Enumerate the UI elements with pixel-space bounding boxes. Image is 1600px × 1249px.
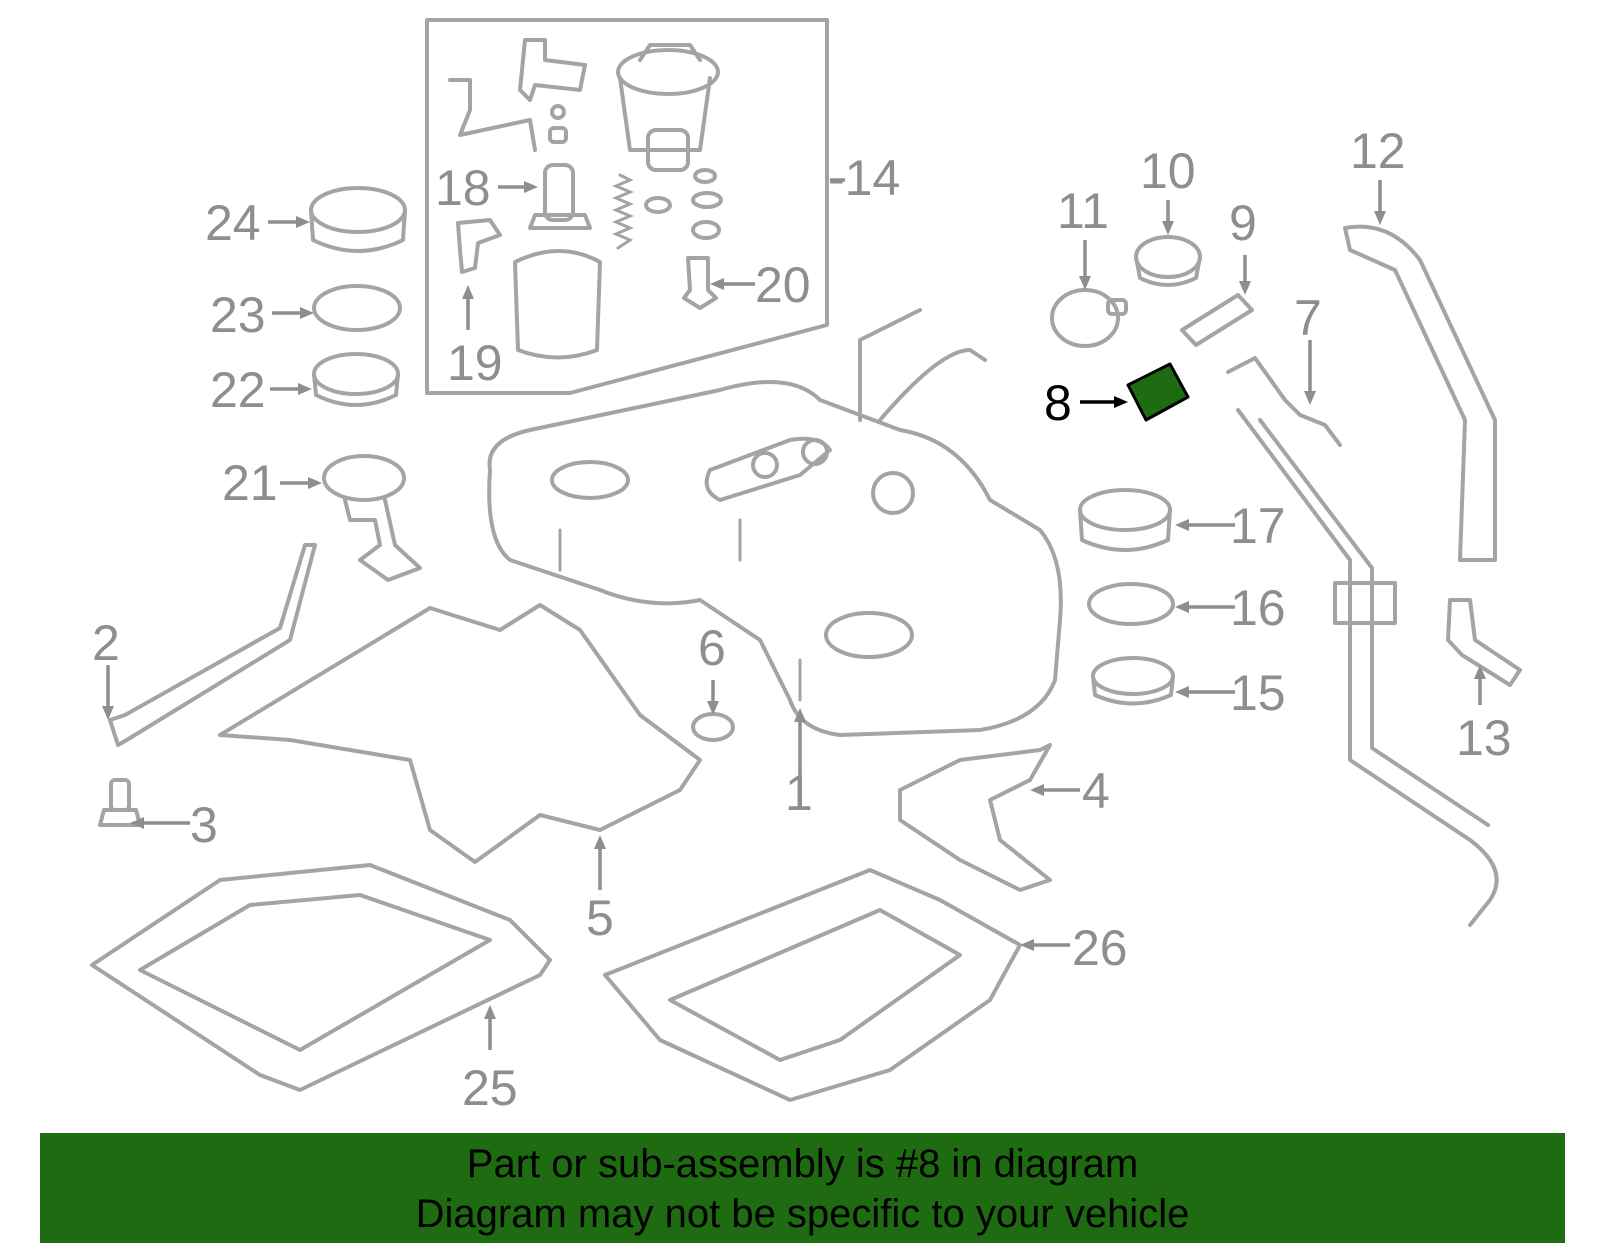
callout-22: 22 — [210, 362, 266, 418]
callout-labels: 1 2 3 4 5 6 7 8 9 10 11 12 13 -14 15 16 … — [92, 123, 1512, 1116]
callout-21: 21 — [222, 455, 278, 511]
callout-23: 23 — [210, 287, 266, 343]
callout-24: 24 — [205, 195, 261, 251]
part-6-grommet — [691, 712, 735, 742]
info-banner: Part or sub-assembly is #8 in diagram Di… — [40, 1133, 1565, 1243]
banner-line-2: Diagram may not be specific to your vehi… — [415, 1192, 1190, 1236]
part-23-seal — [312, 284, 402, 332]
part-22-ring — [312, 352, 400, 407]
part-13-hose — [1446, 598, 1522, 687]
callout-6: 6 — [698, 620, 726, 676]
callout-17: 17 — [1230, 498, 1286, 554]
callout-3: 3 — [190, 797, 218, 853]
part-21-sender — [322, 454, 422, 582]
callout-13: 13 — [1456, 710, 1512, 766]
callout-5: 5 — [586, 890, 614, 946]
callout-arrows — [102, 178, 1486, 1050]
callout-26: 26 — [1072, 920, 1128, 976]
callout-10: 10 — [1140, 143, 1196, 199]
callout-14: -14 — [828, 150, 900, 206]
part-1-fuel-tank — [487, 308, 1063, 737]
callout-7: 7 — [1294, 290, 1322, 346]
part-17-lock-ring — [1078, 488, 1172, 552]
callout-1: 1 — [785, 765, 813, 821]
callout-25: 25 — [462, 1060, 518, 1116]
callout-20: 20 — [755, 257, 811, 313]
callout-2: 2 — [92, 615, 120, 671]
part-12-hose — [1343, 224, 1497, 562]
part-5-heat-shield — [218, 603, 702, 864]
callout-12: 12 — [1350, 123, 1406, 179]
part-16-seal — [1087, 582, 1175, 626]
part-26-skid-plate — [603, 868, 1022, 1102]
part-9-seal — [1180, 293, 1254, 347]
part-7-filler-neck — [1226, 356, 1499, 927]
callout-11: 11 — [1057, 183, 1109, 239]
banner-line-1: Part or sub-assembly is #8 in diagram — [466, 1142, 1139, 1186]
callout-19: 19 — [447, 335, 503, 391]
part-24-lock-ring — [309, 186, 407, 253]
callout-15: 15 — [1230, 665, 1286, 721]
callout-18: 18 — [435, 160, 491, 216]
callout-8[interactable]: 8 — [1044, 375, 1072, 431]
callout-16: 16 — [1230, 580, 1286, 636]
part-3-bolt — [98, 778, 142, 827]
part-8-highlighted[interactable] — [1126, 362, 1190, 422]
callout-9: 9 — [1229, 195, 1257, 251]
part-4-bracket — [898, 743, 1052, 892]
part-14-pump-assembly-box — [425, 18, 829, 395]
callout-4: 4 — [1082, 763, 1110, 819]
part-2-strap — [108, 543, 317, 747]
part-10-cap — [1134, 235, 1202, 287]
part-15-ring — [1091, 656, 1175, 706]
part-25-skid-plate — [90, 863, 552, 1092]
parts-diagram: 1 2 3 4 5 6 7 8 9 10 11 12 13 -14 15 16 … — [90, 18, 1522, 1116]
part-11-clamp — [1050, 288, 1128, 348]
